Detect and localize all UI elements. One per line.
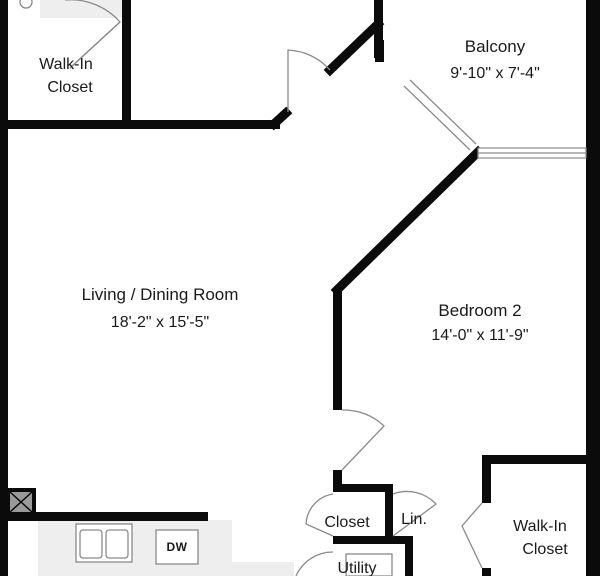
door-bedroom-swing xyxy=(341,409,385,471)
label-utility: Utility xyxy=(337,560,377,576)
label-balcony-dims: 9'-10" x 7'-4" xyxy=(450,65,540,82)
wall-utility-right xyxy=(405,544,413,576)
wall-closet-box-top xyxy=(333,470,342,490)
label-linen: Lin. xyxy=(401,511,427,528)
wall-walkin-bottom-top xyxy=(482,455,592,464)
label-bedroom2-name: Bedroom 2 xyxy=(438,301,522,320)
balcony-slider-a xyxy=(403,85,471,151)
wall-diagonal-small xyxy=(267,106,293,131)
wall-left-exterior xyxy=(0,0,8,576)
label-balcony-name: Balcony xyxy=(464,37,526,56)
wall-top-closet-divider xyxy=(122,0,131,125)
kitchen-sink-right-basin xyxy=(105,529,129,559)
door-walkin-swing xyxy=(461,502,483,569)
door-entry-swing xyxy=(287,49,331,112)
wall-closet-bottom xyxy=(0,120,280,129)
door-utility-swing xyxy=(295,551,334,576)
balcony-slider-b xyxy=(409,79,477,145)
wall-closet-box-h xyxy=(333,484,393,492)
label-closet: Closet xyxy=(324,514,370,531)
laundry-counter xyxy=(40,0,122,18)
wall-closet-mid xyxy=(385,484,393,540)
label-bedroom2-dims: 14'-0" x 11'-9" xyxy=(431,327,529,344)
door-closet-top-leaf xyxy=(69,21,121,69)
kitchen-sink-left-basin xyxy=(79,529,103,559)
wall-closet-bottom2 xyxy=(333,536,413,544)
door-closet-swing xyxy=(305,493,334,537)
dishwasher-box xyxy=(155,529,199,565)
label-walkin-closet-bottom-1: Walk-In xyxy=(513,518,567,535)
washer-circle xyxy=(19,0,33,9)
wall-kitchen-top xyxy=(0,512,208,521)
mech-chase xyxy=(6,488,36,516)
wall-walkin-bottom-left2 xyxy=(482,568,491,576)
utility-box xyxy=(345,553,393,576)
wall-bedroom-vertical xyxy=(333,288,342,410)
wall-diagonal-entry xyxy=(323,17,385,77)
label-dishwasher: DW xyxy=(166,540,188,554)
label-walkin-closet-bottom-2: Closet xyxy=(522,541,568,558)
label-living-name: Living / Dining Room xyxy=(81,285,239,304)
label-living-dims: 18'-2" x 15'-5" xyxy=(110,314,210,331)
wall-right-exterior xyxy=(586,0,600,576)
wall-walkin-bottom-left xyxy=(482,455,491,503)
label-walkin-closet-top-2: Closet xyxy=(47,79,93,96)
label-walkin-closet-top-1: Walk-In xyxy=(39,56,93,73)
door-linen-swing xyxy=(392,490,437,537)
wall-diagonal-bedroom xyxy=(330,145,485,297)
wall-stub-right xyxy=(375,40,384,62)
door-closet-top-swing xyxy=(65,0,121,69)
kitchen-island xyxy=(50,562,294,576)
